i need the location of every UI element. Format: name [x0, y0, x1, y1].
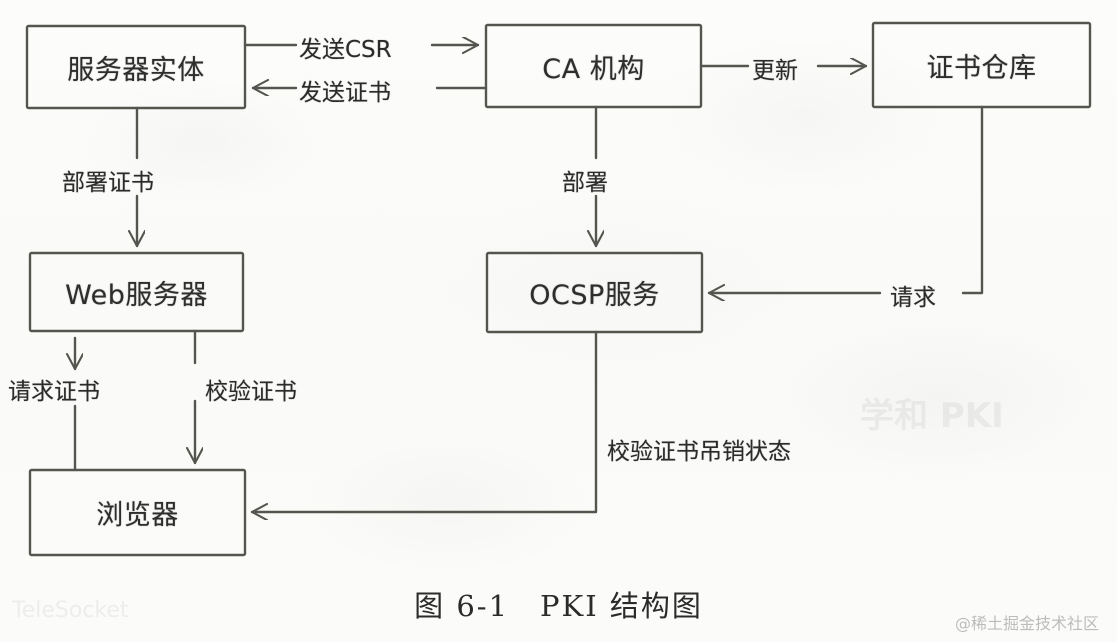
node-label-ocsp-service: OCSP服务 [529, 280, 660, 311]
node-label-browser: 浏览器 [96, 500, 179, 531]
node-box-web-server [28, 251, 245, 333]
node-server-entity[interactable]: 服务器实体 [27, 26, 245, 108]
node-ca-authority[interactable]: CA 机构 [486, 25, 701, 107]
node-cert-repository[interactable]: 证书仓库 [873, 23, 1090, 107]
node-browser[interactable]: 浏览器 [30, 470, 245, 555]
figure-caption: 图 6-1 PKI 结构图 [414, 589, 703, 623]
node-label-web-server: Web服务器 [65, 279, 208, 311]
edge-request-line-a [961, 105, 984, 295]
node-label-ca-authority: CA 机构 [542, 53, 645, 85]
edge-label-send-csr: 发送CSR [299, 37, 392, 63]
edge-label-deploy: 部署 [562, 170, 608, 196]
node-ocsp-service[interactable]: OCSP服务 [487, 253, 702, 332]
node-label-cert-repository: 证书仓库 [926, 52, 1037, 84]
edge-check-revocation-line [250, 330, 598, 512]
node-web-server[interactable]: Web服务器 [30, 253, 243, 331]
node-label-server-entity: 服务器实体 [67, 54, 205, 86]
watermark: @稀土掘金技术社区 [954, 614, 1099, 633]
edge-label-send-certificate: 发送证书 [299, 80, 391, 106]
edge-label-verify-certificate: 校验证书 [205, 379, 297, 405]
edge-label-update: 更新 [752, 58, 798, 84]
node-box-ocsp-service [485, 251, 704, 334]
edge-label-request: 请求 [890, 285, 936, 311]
edge-label-check-revocation: 校验证书吊销状态 [607, 439, 791, 465]
edge-label-request-certificate: 请求证书 [8, 379, 100, 405]
edge-label-deploy-certificate: 部署证书 [62, 170, 154, 196]
node-box-browser [28, 468, 247, 557]
